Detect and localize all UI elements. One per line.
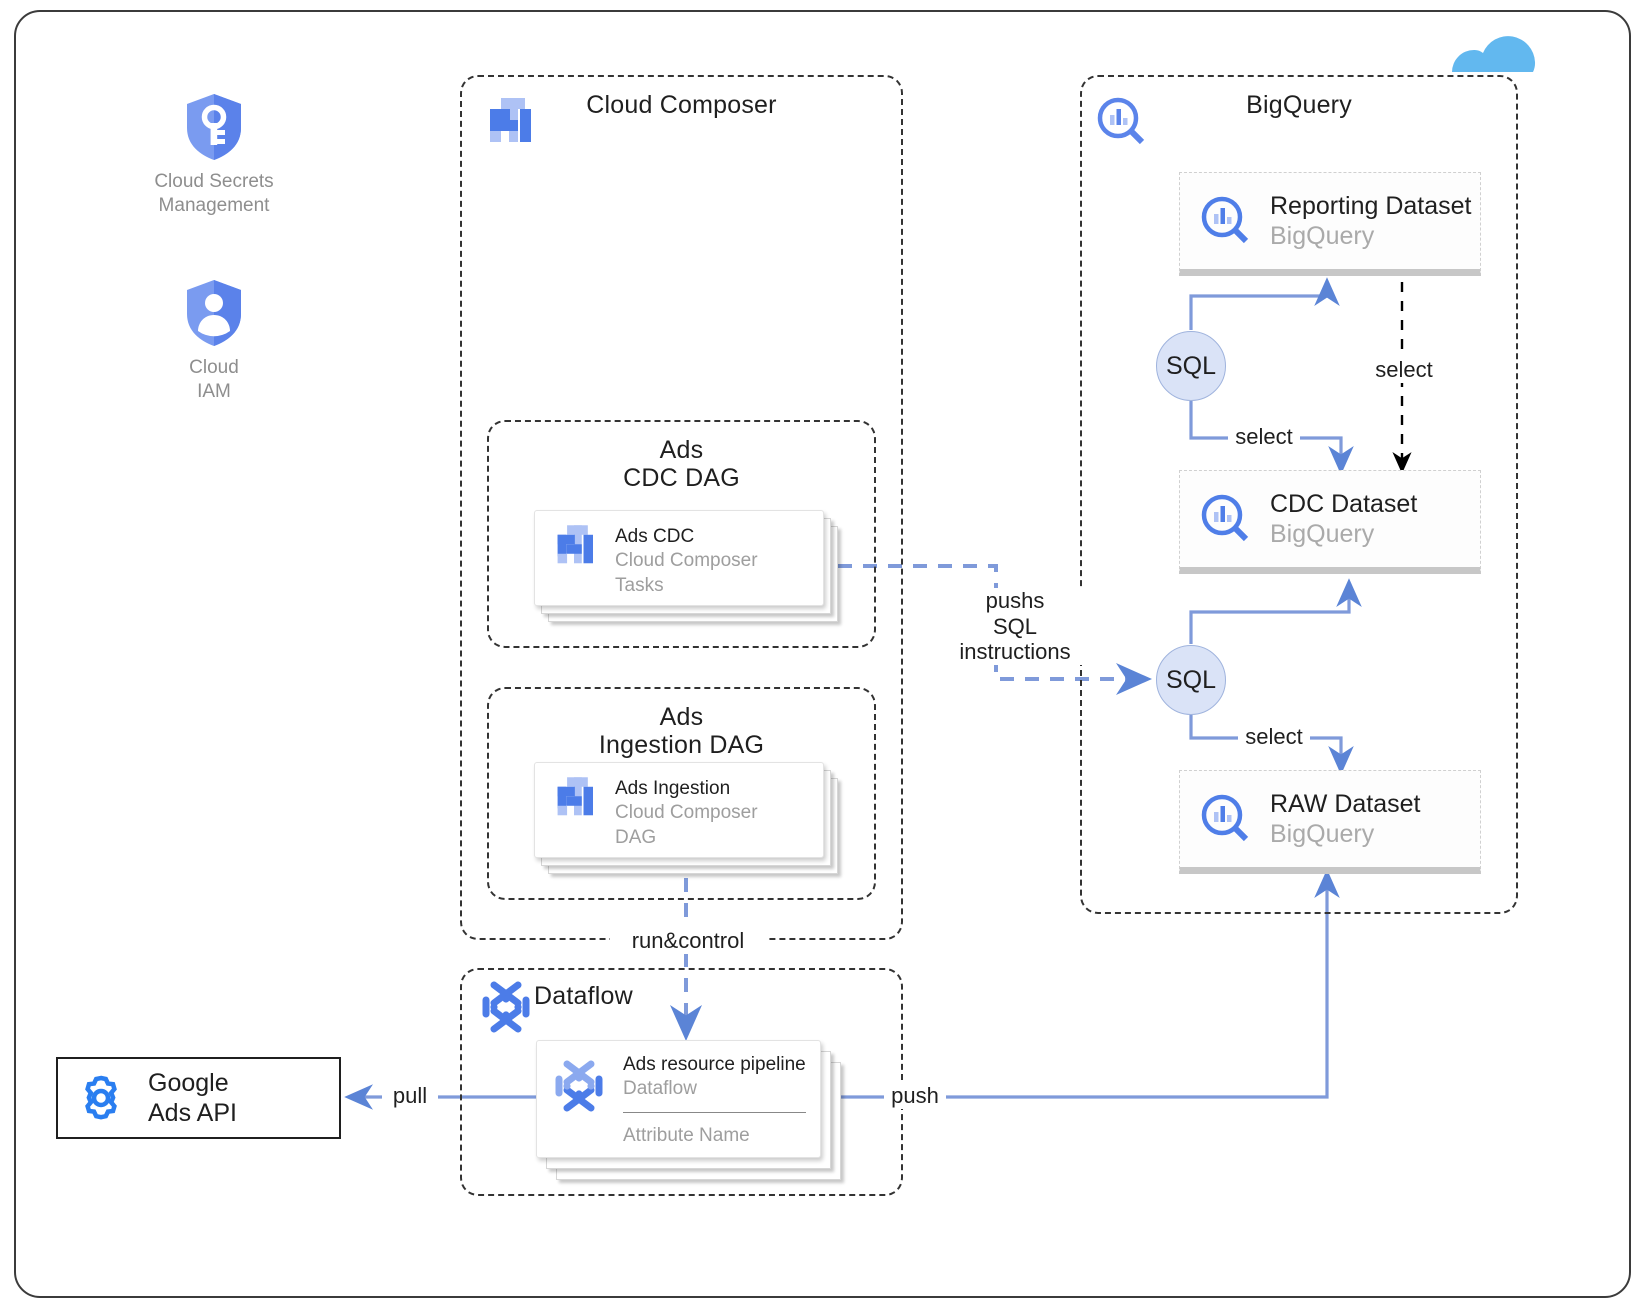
dataset-title: CDC Dataset	[1270, 490, 1418, 518]
google-ads-api-label: Google Ads API	[148, 1068, 237, 1128]
dataset-subtitle: BigQuery	[1270, 520, 1375, 548]
edge-label-select-reporting-cdc: select	[1368, 357, 1440, 383]
service-cloud-iam: Cloud IAM	[150, 278, 278, 404]
card-subtitle: Dataflow	[623, 1078, 697, 1100]
raw-dataset-card[interactable]: RAW Dataset BigQuery	[1179, 770, 1481, 874]
cloud-composer-icon	[490, 98, 531, 142]
dataflow-icon	[482, 981, 530, 1033]
google-ads-api-box[interactable]: Google Ads API	[56, 1057, 341, 1139]
card-front[interactable]: Ads resource pipeline Dataflow Attribute…	[536, 1040, 821, 1158]
sql-node-label: SQL	[1165, 665, 1217, 694]
group-ads-cdc-dag: Ads CDC DAG	[487, 420, 876, 648]
dataset-title: Reporting Dataset	[1270, 192, 1472, 220]
ads-cdc-card[interactable]: Ads CDC Cloud Composer Tasks	[534, 510, 844, 625]
bigquery-icon	[1097, 97, 1145, 145]
cloud-composer-icon	[555, 525, 593, 567]
group-ads-ingestion-dag: Ads Ingestion DAG	[487, 687, 876, 900]
ads-pipeline-card[interactable]: Ads resource pipeline Dataflow Attribute…	[536, 1040, 856, 1180]
group-title: Ads Ingestion DAG	[598, 703, 765, 759]
card-title: Ads Ingestion	[615, 778, 731, 799]
gear-icon	[85, 1075, 117, 1120]
card-divider	[623, 1111, 806, 1113]
card-attribute: Attribute Name	[623, 1124, 750, 1146]
bigquery-icon	[1200, 493, 1252, 545]
ads-ingestion-card[interactable]: Ads Ingestion Cloud Composer DAG	[534, 762, 844, 877]
dataset-subtitle: BigQuery	[1270, 820, 1375, 848]
sql-node-top[interactable]: SQL	[1156, 331, 1226, 401]
sql-node-label: SQL	[1165, 351, 1217, 380]
group-title: Ads CDC DAG	[623, 436, 740, 492]
dataflow-icon	[551, 1057, 607, 1115]
group-dataflow	[460, 968, 903, 1196]
reporting-dataset-card[interactable]: Reporting Dataset BigQuery	[1179, 172, 1481, 276]
group-title: Dataflow	[534, 982, 633, 1010]
cloud-composer-icon	[555, 777, 593, 819]
edge-label-pull: pull	[382, 1083, 438, 1109]
bigquery-icon	[1200, 195, 1252, 247]
group-bigquery: BigQuery	[1080, 75, 1518, 914]
group-title: Cloud Composer	[586, 91, 777, 119]
cdc-dataset-card[interactable]: CDC Dataset BigQuery	[1179, 470, 1481, 574]
shield-person-icon	[187, 280, 241, 346]
edge-label-pushs-sql-instructions: pushs SQL instructions	[930, 588, 1100, 665]
card-subtitle: Cloud Composer Tasks	[615, 550, 758, 596]
card-front[interactable]: Ads Ingestion Cloud Composer DAG	[534, 762, 824, 858]
card-subtitle: Cloud Composer DAG	[615, 802, 758, 848]
card-title: Ads CDC	[615, 526, 695, 547]
service-caption: Cloud Secrets Management	[154, 171, 274, 216]
card-front[interactable]: Ads CDC Cloud Composer Tasks	[534, 510, 824, 606]
card-title: Ads resource pipeline	[623, 1054, 806, 1075]
edge-label-push: push	[884, 1083, 946, 1109]
shield-key-icon	[187, 94, 241, 160]
group-title: BigQuery	[1246, 91, 1352, 119]
service-cloud-secrets-management: Cloud Secrets Management	[150, 92, 278, 218]
edge-label-select-sql-top-cdc: select	[1228, 424, 1300, 450]
sql-node-bottom[interactable]: SQL	[1156, 645, 1226, 715]
service-caption: Cloud IAM	[189, 357, 239, 402]
bigquery-icon	[1200, 793, 1252, 845]
dataset-title: RAW Dataset	[1270, 790, 1421, 818]
edge-label-select-sql-bottom-raw: select	[1238, 724, 1310, 750]
edge-label-run-control: run&control	[610, 928, 766, 954]
dataset-subtitle: BigQuery	[1270, 222, 1375, 250]
